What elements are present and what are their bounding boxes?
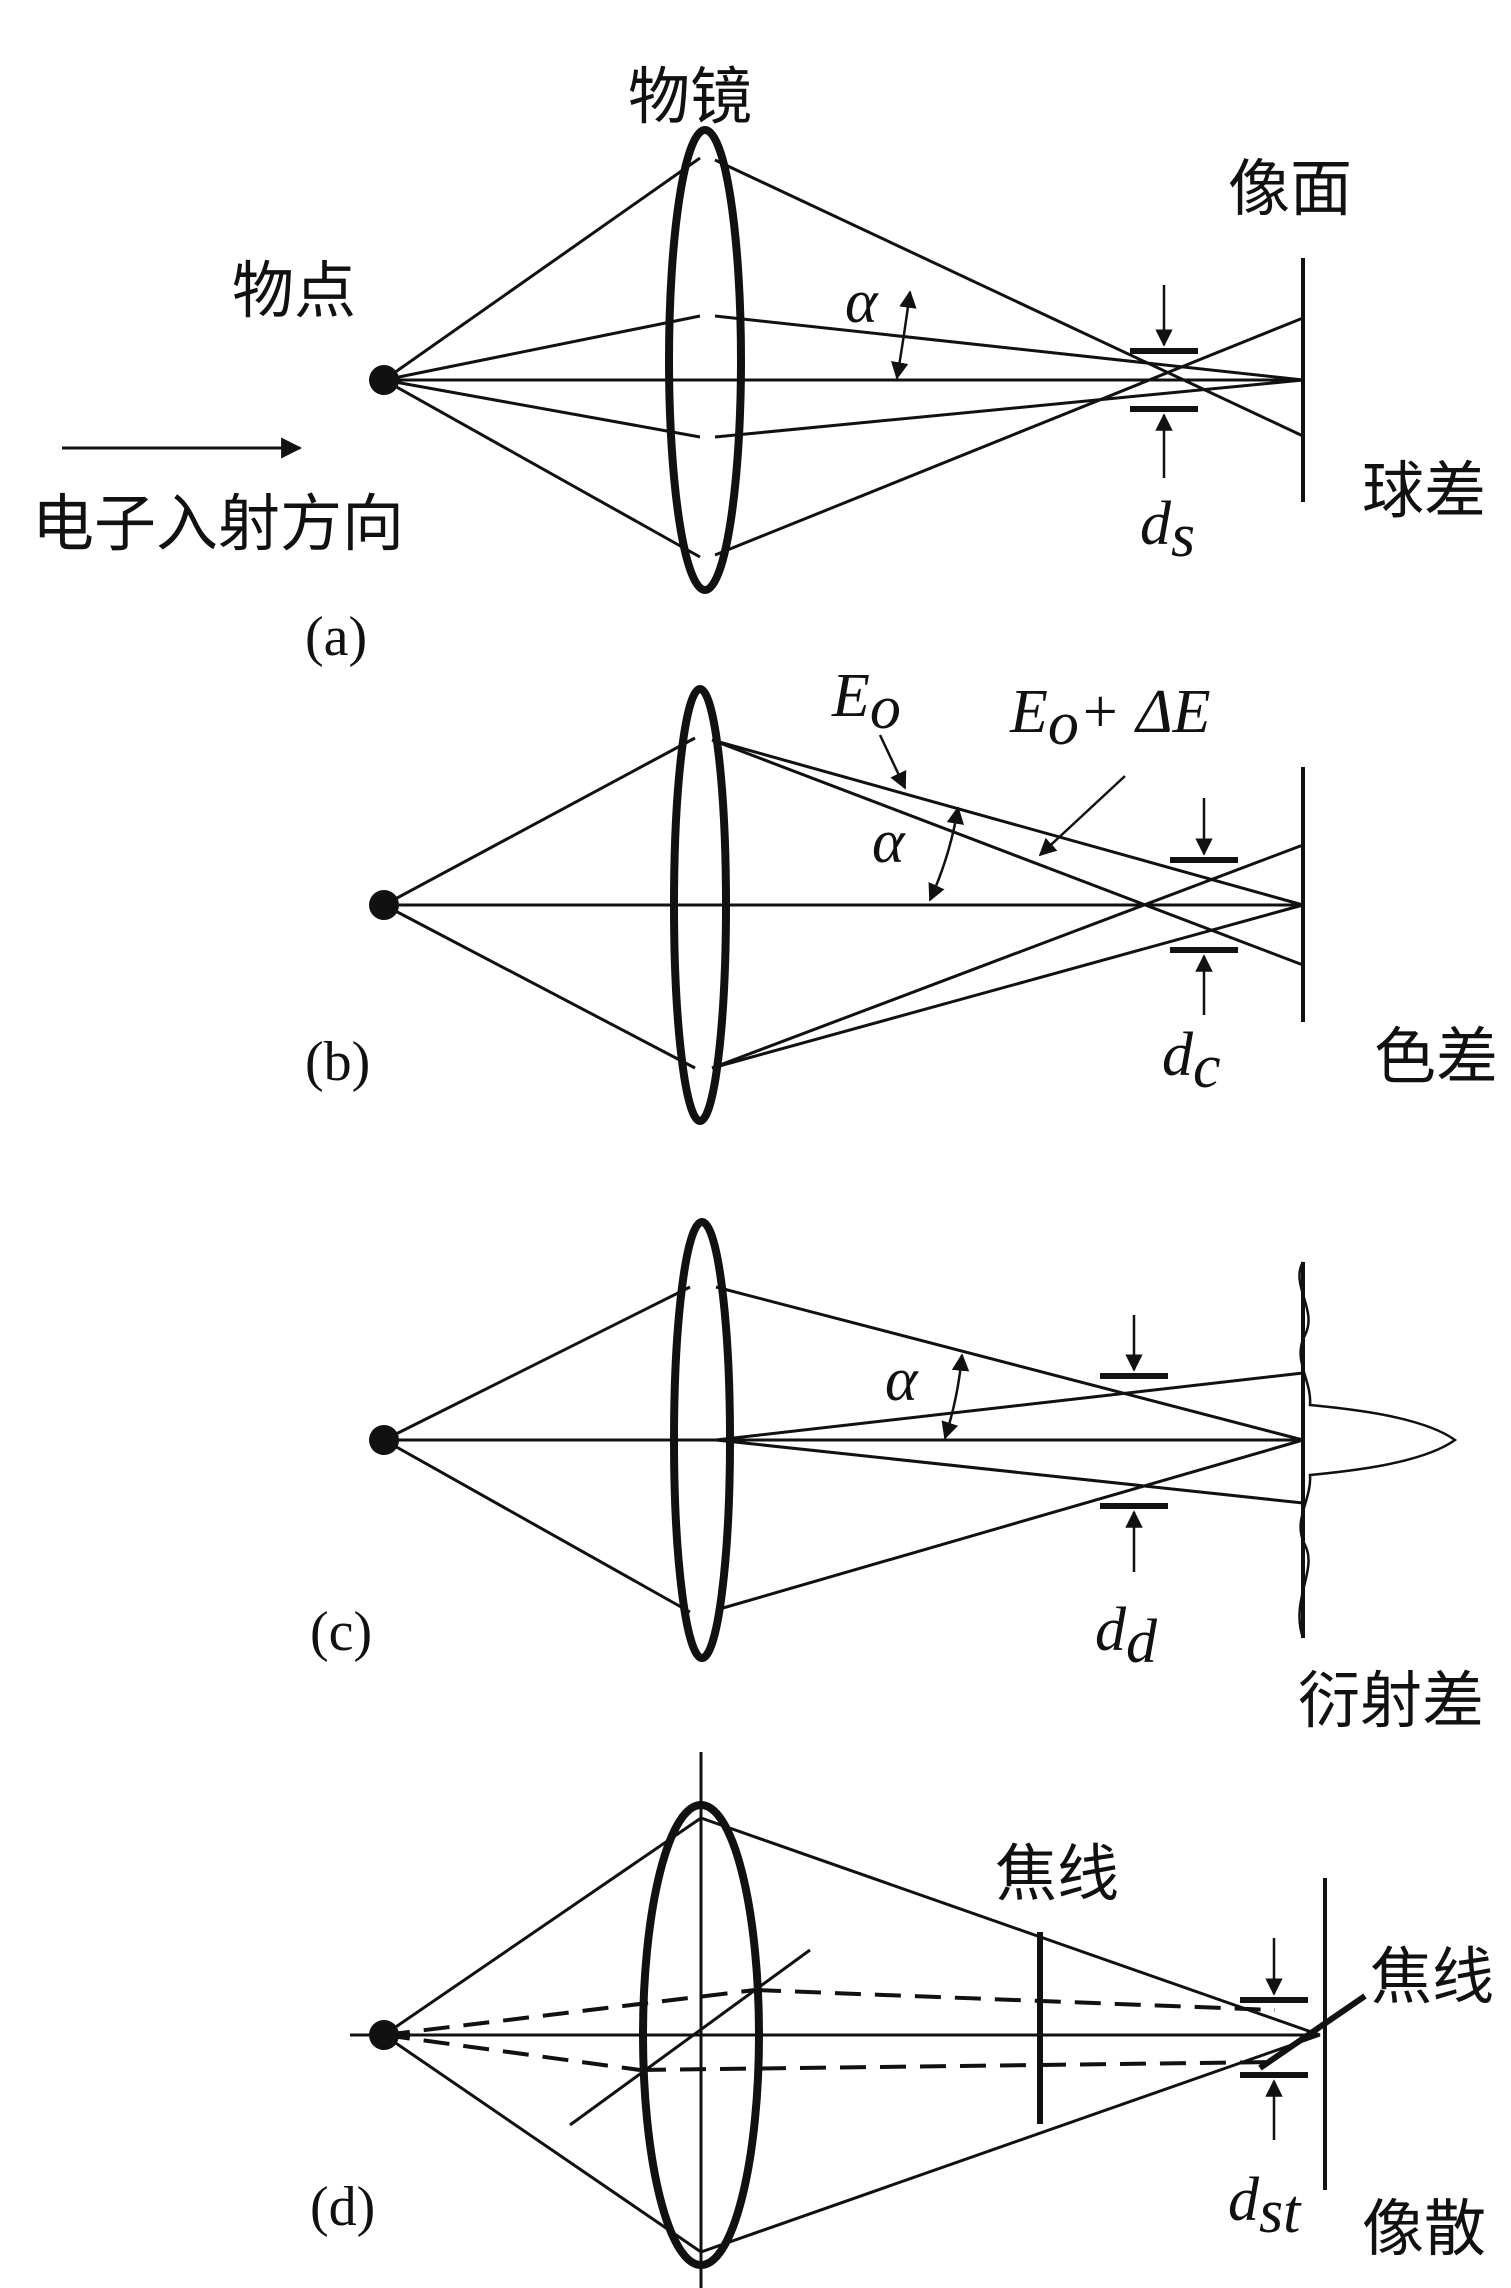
ray bbox=[383, 378, 701, 559]
diffraction-aberration-label: 衍射差 bbox=[1298, 1664, 1484, 1737]
ray-e0 bbox=[711, 738, 1304, 907]
focal-line-label-2: 焦线 bbox=[1370, 1940, 1494, 2013]
energy-e0-label: Eo bbox=[831, 662, 901, 742]
objective-lens bbox=[670, 685, 730, 1125]
panel-c: α dd 衍射差 (c) bbox=[310, 1218, 1484, 1737]
ray bbox=[714, 316, 1304, 557]
ray bbox=[383, 903, 696, 1070]
objective-lens bbox=[665, 126, 745, 594]
panel-tag-b: (b) bbox=[305, 1031, 370, 1093]
ray bbox=[714, 378, 1304, 439]
ray bbox=[715, 1438, 1304, 1612]
object-point bbox=[369, 890, 399, 920]
chromatic-aberration-label: 色差 bbox=[1374, 1020, 1498, 1093]
object-point bbox=[369, 2020, 399, 2050]
energy-e0-pointer bbox=[878, 734, 907, 790]
chromatic-disk-diameter: dc bbox=[1162, 1021, 1221, 1101]
ray bbox=[715, 1438, 1304, 1505]
aperture-angle-symbol: α bbox=[872, 808, 906, 876]
horizontal-focal-line bbox=[1258, 1993, 1367, 2071]
ray bbox=[383, 1438, 691, 1614]
diffraction-intensity-profile bbox=[1298, 1261, 1458, 1639]
lens-oblique-axis bbox=[569, 1948, 811, 2127]
ray bbox=[383, 736, 696, 907]
aperture-angle-symbol: α bbox=[885, 1346, 919, 1414]
astigmatism-label: 像散 bbox=[1362, 2192, 1486, 2265]
ray bbox=[714, 314, 1304, 382]
dashed-ray bbox=[754, 1988, 1276, 2012]
panel-b: Eo Eo+ ΔE α dc 色差 (b) bbox=[305, 662, 1498, 1125]
panel-tag-d: (d) bbox=[310, 2176, 375, 2238]
panel-d: 焦线 焦线 dst 像散 (d) bbox=[310, 1752, 1494, 2288]
aperture-angle-symbol: α bbox=[845, 268, 879, 336]
panel-tag-a: (a) bbox=[305, 606, 367, 668]
spherical-aberration-label: 球差 bbox=[1362, 454, 1486, 527]
dashed-ray bbox=[383, 2033, 641, 2072]
ray bbox=[383, 314, 701, 382]
aperture-angle-arc bbox=[928, 806, 965, 902]
ray-e0 bbox=[711, 903, 1304, 1070]
panel-tag-c: (c) bbox=[310, 1601, 372, 1663]
ray bbox=[383, 156, 701, 382]
aperture-angle-arc bbox=[891, 290, 917, 380]
spherical-disk-diameter: ds bbox=[1140, 490, 1195, 570]
objective-lens bbox=[639, 1801, 763, 2269]
energy-e0-delta-label: Eo+ ΔE bbox=[1009, 678, 1210, 758]
panel-a: 物镜 像面 物点 电子入射方向 α ds 球差 (a) bbox=[32, 60, 1486, 668]
astigmatism-disk-diameter: dst bbox=[1228, 2166, 1302, 2246]
focal-line-label: 焦线 bbox=[995, 1837, 1119, 1910]
object-point bbox=[369, 365, 399, 395]
ray bbox=[700, 1816, 1321, 2037]
ray bbox=[383, 2033, 702, 2254]
aperture-angle-arc bbox=[941, 1353, 970, 1440]
ray-e0-delta bbox=[711, 738, 1304, 967]
ray bbox=[715, 1285, 1304, 1442]
dashed-ray bbox=[639, 2060, 1276, 2072]
ray bbox=[383, 1285, 691, 1442]
ray-e0-delta bbox=[711, 843, 1304, 1070]
diffraction-disk-diameter: dd bbox=[1095, 1596, 1158, 1676]
energy-e0-delta-pointer bbox=[1038, 775, 1126, 857]
ray bbox=[383, 1816, 702, 2037]
object-point bbox=[369, 1425, 399, 1455]
ray bbox=[700, 2033, 1321, 2254]
objective-lens bbox=[670, 1218, 734, 1662]
dashed-ray bbox=[383, 1988, 756, 2037]
objective-lens-label: 物镜 bbox=[628, 60, 752, 133]
ray bbox=[383, 378, 701, 439]
image-plane-label: 像面 bbox=[1228, 152, 1352, 225]
electron-direction-label: 电子入射方向 bbox=[32, 487, 404, 560]
object-point-label: 物点 bbox=[232, 254, 356, 327]
ray bbox=[714, 158, 1304, 438]
ray bbox=[715, 1371, 1304, 1442]
